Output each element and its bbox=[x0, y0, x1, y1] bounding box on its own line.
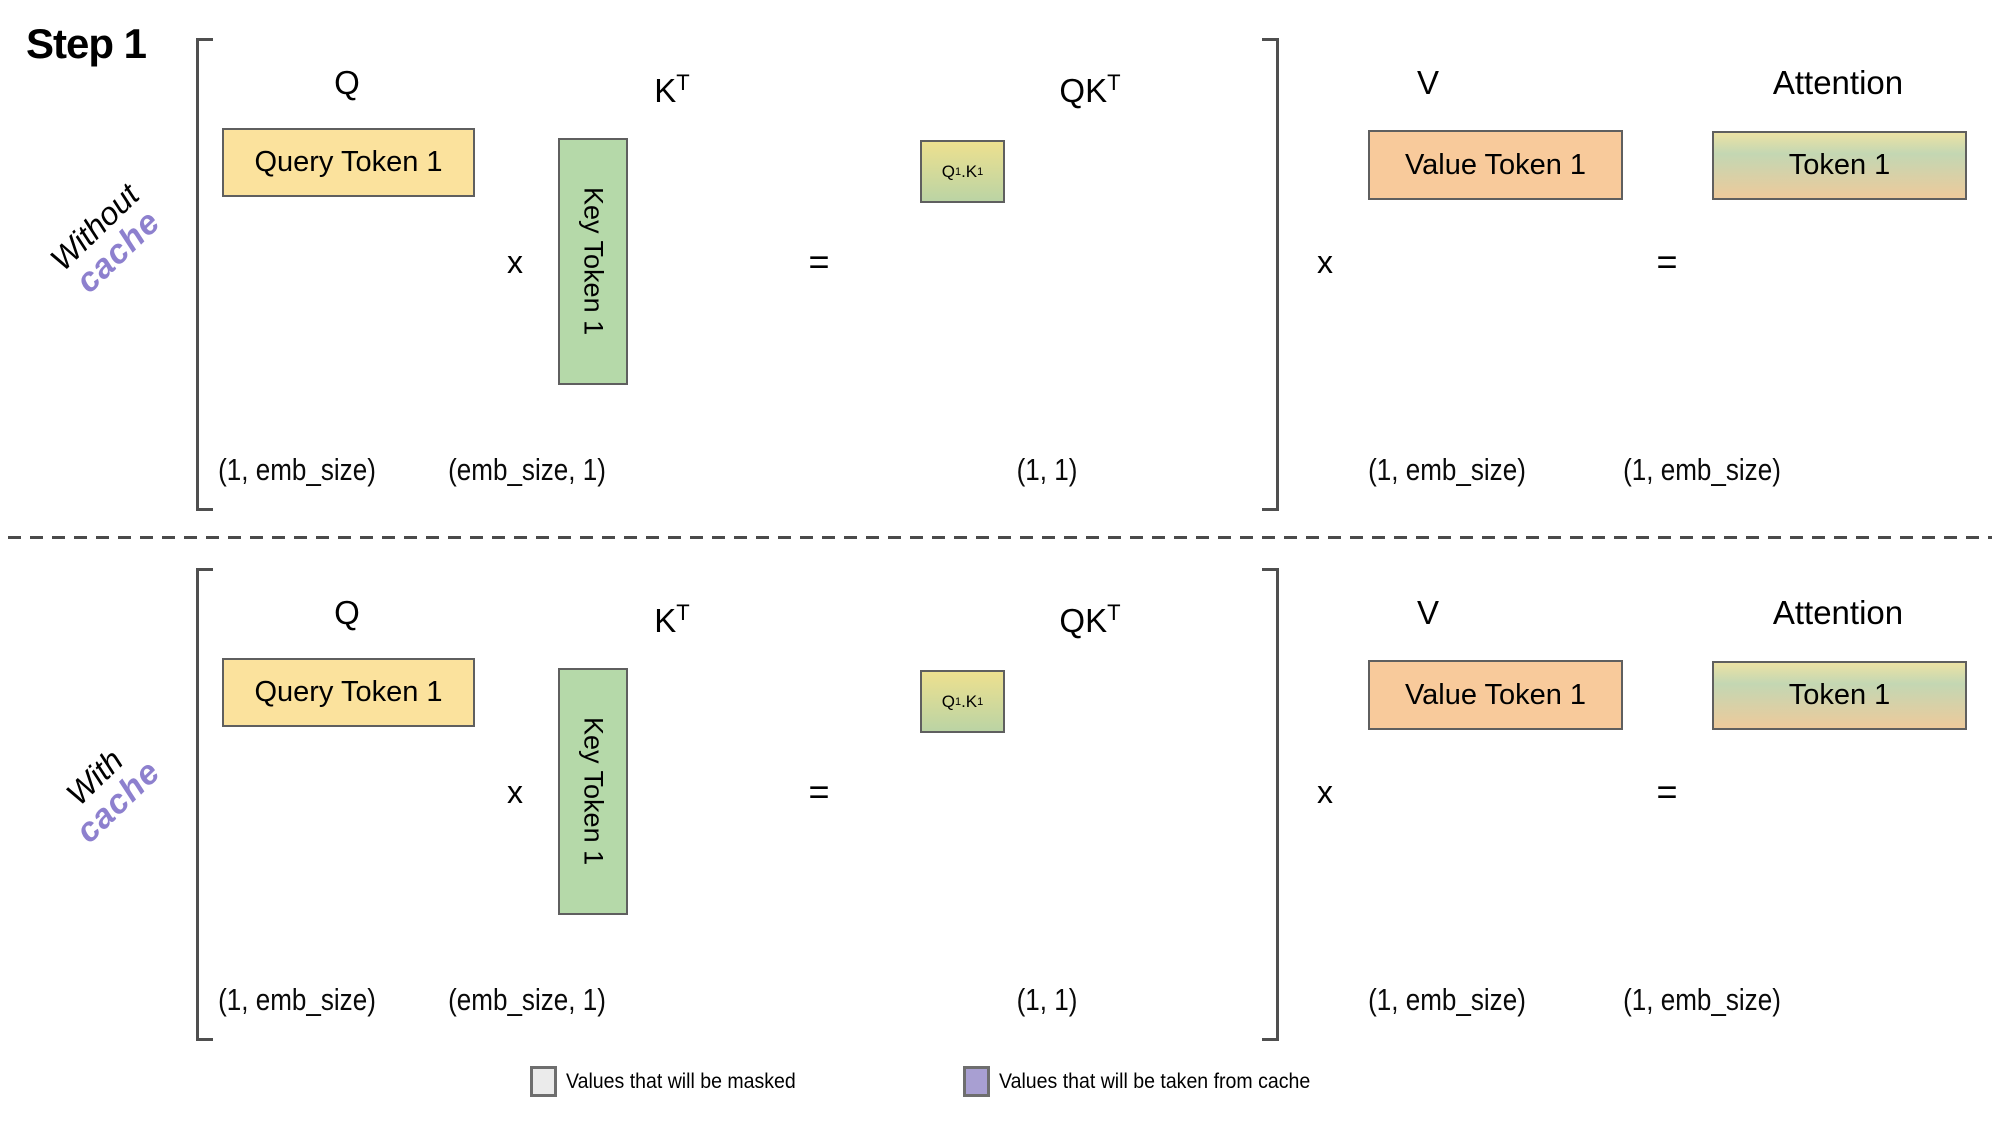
attention-token-box: Token 1 bbox=[1712, 131, 1967, 200]
equals-operator: = bbox=[808, 771, 830, 812]
qk-cell-sub1: 1 bbox=[954, 165, 962, 178]
left-bracket bbox=[196, 568, 213, 1041]
row-with-cache: With cache Q KT QKT V Attention Query To… bbox=[0, 530, 2000, 1060]
equals-operator: = bbox=[1656, 771, 1678, 812]
masked-legend-label: Values that will be masked bbox=[566, 1069, 796, 1093]
k-transpose-label: KT bbox=[602, 60, 742, 109]
query-token-box: Query Token 1 bbox=[222, 658, 475, 727]
q-label: Q bbox=[334, 594, 360, 631]
qk-cell-k: .K bbox=[961, 161, 978, 181]
qk-base: QK bbox=[1059, 72, 1108, 109]
cache-swatch bbox=[963, 1066, 991, 1097]
qk-cell-sub2: 1 bbox=[977, 695, 984, 708]
row-without-cache: Without cache Q KT QKT V Attention Query… bbox=[0, 0, 2000, 530]
k-base: K bbox=[654, 602, 677, 639]
k-base: K bbox=[654, 72, 677, 109]
cache-legend-label: Values that will be taken from cache bbox=[999, 1069, 1311, 1093]
legend: Values that will be masked Values that w… bbox=[530, 1066, 1334, 1097]
k-transpose-label: KT bbox=[602, 590, 742, 639]
qk-transpose-label: QKT bbox=[1010, 60, 1170, 109]
left-bracket bbox=[196, 38, 213, 511]
multiply-operator: x bbox=[1317, 774, 1333, 810]
key-token-box: Key Token 1 bbox=[558, 668, 628, 915]
value-token-box: Value Token 1 bbox=[1368, 130, 1623, 200]
v-label: V bbox=[1416, 64, 1439, 101]
qk-cell-q: Q bbox=[941, 161, 955, 181]
attention-label: Attention bbox=[1772, 594, 1904, 631]
k-sup: T bbox=[676, 600, 690, 625]
value-dims: (1, emb_size) bbox=[1368, 982, 1526, 1017]
key-dims: (emb_size, 1) bbox=[448, 982, 606, 1017]
attention-token-box: Token 1 bbox=[1712, 661, 1967, 730]
right-bracket bbox=[1262, 568, 1279, 1041]
k-sup: T bbox=[676, 70, 690, 95]
query-dims: (1, emb_size) bbox=[218, 452, 376, 487]
qk-transpose-label: QKT bbox=[1010, 590, 1170, 639]
multiply-operator: x bbox=[507, 774, 523, 810]
qk-sup: T bbox=[1107, 70, 1121, 95]
attention-label: Attention bbox=[1772, 64, 1904, 101]
page-title: Step 1 bbox=[26, 20, 147, 67]
attention-dims: (1, emb_size) bbox=[1623, 982, 1781, 1017]
right-bracket bbox=[1262, 38, 1279, 511]
qk-cell-q: Q bbox=[941, 691, 955, 711]
attention-dims: (1, emb_size) bbox=[1623, 452, 1781, 487]
query-token-box: Query Token 1 bbox=[222, 128, 475, 197]
key-token-box: Key Token 1 bbox=[558, 138, 628, 385]
multiply-operator: x bbox=[507, 244, 523, 280]
qk-sup: T bbox=[1107, 600, 1121, 625]
qk-cell-sub2: 1 bbox=[977, 165, 984, 178]
qk-cell-sub1: 1 bbox=[954, 695, 962, 708]
equals-operator: = bbox=[1656, 241, 1678, 282]
equals-operator: = bbox=[808, 241, 830, 282]
key-dims: (emb_size, 1) bbox=[448, 452, 606, 487]
value-token-box: Value Token 1 bbox=[1368, 660, 1623, 730]
masked-swatch bbox=[530, 1066, 557, 1097]
multiply-operator: x bbox=[1317, 244, 1333, 280]
qk-cell-k: .K bbox=[961, 691, 978, 711]
v-label: V bbox=[1416, 594, 1439, 631]
qk-dims: (1, 1) bbox=[1016, 982, 1078, 1017]
qk-dims: (1, 1) bbox=[1016, 452, 1078, 487]
value-dims: (1, emb_size) bbox=[1368, 452, 1526, 487]
query-dims: (1, emb_size) bbox=[218, 982, 376, 1017]
qk-base: QK bbox=[1059, 602, 1108, 639]
q-label: Q bbox=[334, 64, 360, 101]
dashed-divider bbox=[8, 536, 1992, 539]
